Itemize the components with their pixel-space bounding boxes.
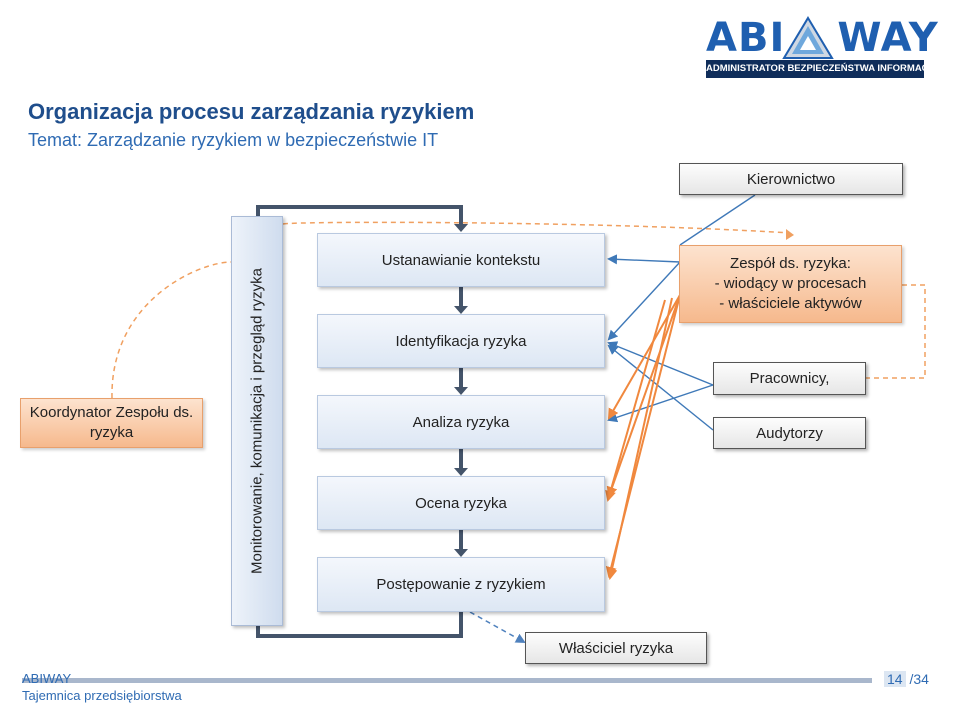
risk-team-label: Zespół ds. ryzyka: - wiodący w procesach…	[714, 255, 867, 312]
logo-triangle-icon	[782, 16, 834, 59]
step-analysis: Analiza ryzyka	[317, 395, 605, 449]
logo-brand-right: WAY	[837, 15, 939, 61]
logo-brand-left: ABI	[706, 15, 786, 61]
page-subtitle: Temat: Zarządzanie ryzykiem w bezpieczeń…	[28, 130, 439, 150]
page-title: Organizacja procesu zarządzania ryzykiem	[28, 99, 475, 124]
orange-links	[605, 294, 681, 580]
step-treatment: Postępowanie z ryzykiem	[317, 557, 605, 612]
step-evaluation: Ocena ryzyka	[317, 476, 605, 530]
risk-team-box: Zespół ds. ryzyka: - wiodący w procesach…	[679, 245, 902, 323]
footer-confidential: Tajemnica przedsiębiorstwa	[22, 688, 182, 703]
monitoring-label: Monitorowanie, komunikacja i przegląd ry…	[248, 268, 266, 574]
page-current: 14	[884, 671, 906, 687]
coordinator-label: Koordynator Zespołu ds. ryzyka	[29, 404, 194, 441]
management-box: Kierownictwo	[679, 163, 903, 195]
logo: ABI WAY	[706, 14, 939, 62]
flow-arrows	[454, 287, 468, 557]
dashed-orange-links	[111, 221, 926, 399]
owner-link	[469, 611, 526, 643]
logo-tagline: ADMINISTRATOR BEZPIECZEŃSTWA INFORMACJI	[706, 60, 924, 78]
step-context: Ustanawianie kontekstu	[317, 233, 605, 287]
employees-box: Pracownicy,	[713, 362, 866, 395]
footer-divider	[22, 678, 872, 683]
monitoring-bar: Monitorowanie, komunikacja i przegląd ry…	[231, 216, 283, 626]
step-identification: Identyfikacja ryzyka	[317, 314, 605, 368]
blue-links	[607, 194, 756, 431]
risk-owner-box: Właściciel ryzyka	[525, 632, 707, 664]
footer-brand: ABIWAY	[22, 671, 72, 686]
page-number: 14 /34	[884, 671, 929, 687]
auditors-box: Audytorzy	[713, 417, 866, 449]
coordinator-box: Koordynator Zespołu ds. ryzyka	[20, 398, 203, 448]
page-total: /34	[909, 671, 929, 687]
feedback-loop	[256, 205, 468, 638]
